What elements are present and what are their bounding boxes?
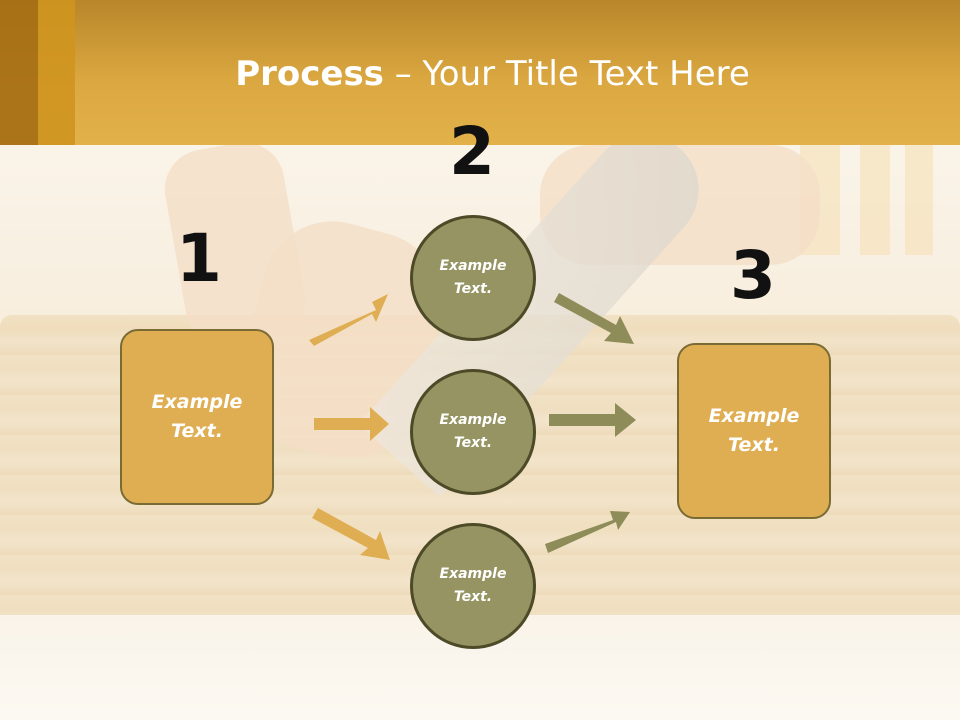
arrow-down-right-gold bbox=[312, 508, 390, 560]
background-stripe bbox=[905, 145, 933, 255]
step-number-2: 2 bbox=[449, 113, 495, 190]
arrow-group-right bbox=[545, 293, 636, 553]
arrow-right-gold bbox=[314, 407, 389, 441]
circle-text: Example Text. bbox=[439, 412, 507, 451]
arrow-up-right-olive bbox=[545, 511, 630, 553]
step-number-3: 3 bbox=[730, 237, 776, 314]
background-stripe bbox=[860, 145, 890, 255]
slide-title[interactable]: Process – Your Title Text Here bbox=[0, 52, 960, 96]
step-1-text: Example Text. bbox=[151, 391, 243, 442]
header-accent-bar bbox=[0, 0, 38, 145]
arrow-up-right-gold bbox=[309, 294, 388, 346]
step-1-box[interactable]: Example Text. bbox=[120, 329, 274, 505]
step-2-circle-bottom[interactable]: Example Text. bbox=[410, 523, 536, 649]
arrow-down-right-olive bbox=[554, 293, 634, 344]
title-bold: Process bbox=[235, 54, 384, 94]
arrow-right-olive bbox=[549, 403, 636, 437]
header-accent-bar bbox=[38, 0, 75, 145]
step-2-circle-top[interactable]: Example Text. bbox=[410, 215, 536, 341]
arrow-group-left bbox=[309, 294, 390, 560]
step-number-1: 1 bbox=[176, 220, 222, 297]
circle-text: Example Text. bbox=[439, 566, 507, 605]
step-3-box[interactable]: Example Text. bbox=[677, 343, 831, 519]
step-3-text: Example Text. bbox=[708, 405, 800, 456]
circle-text: Example Text. bbox=[439, 258, 507, 297]
title-rest: – Your Title Text Here bbox=[383, 54, 750, 94]
header-band: Process – Your Title Text Here bbox=[0, 0, 960, 145]
step-2-circle-middle[interactable]: Example Text. bbox=[410, 369, 536, 495]
